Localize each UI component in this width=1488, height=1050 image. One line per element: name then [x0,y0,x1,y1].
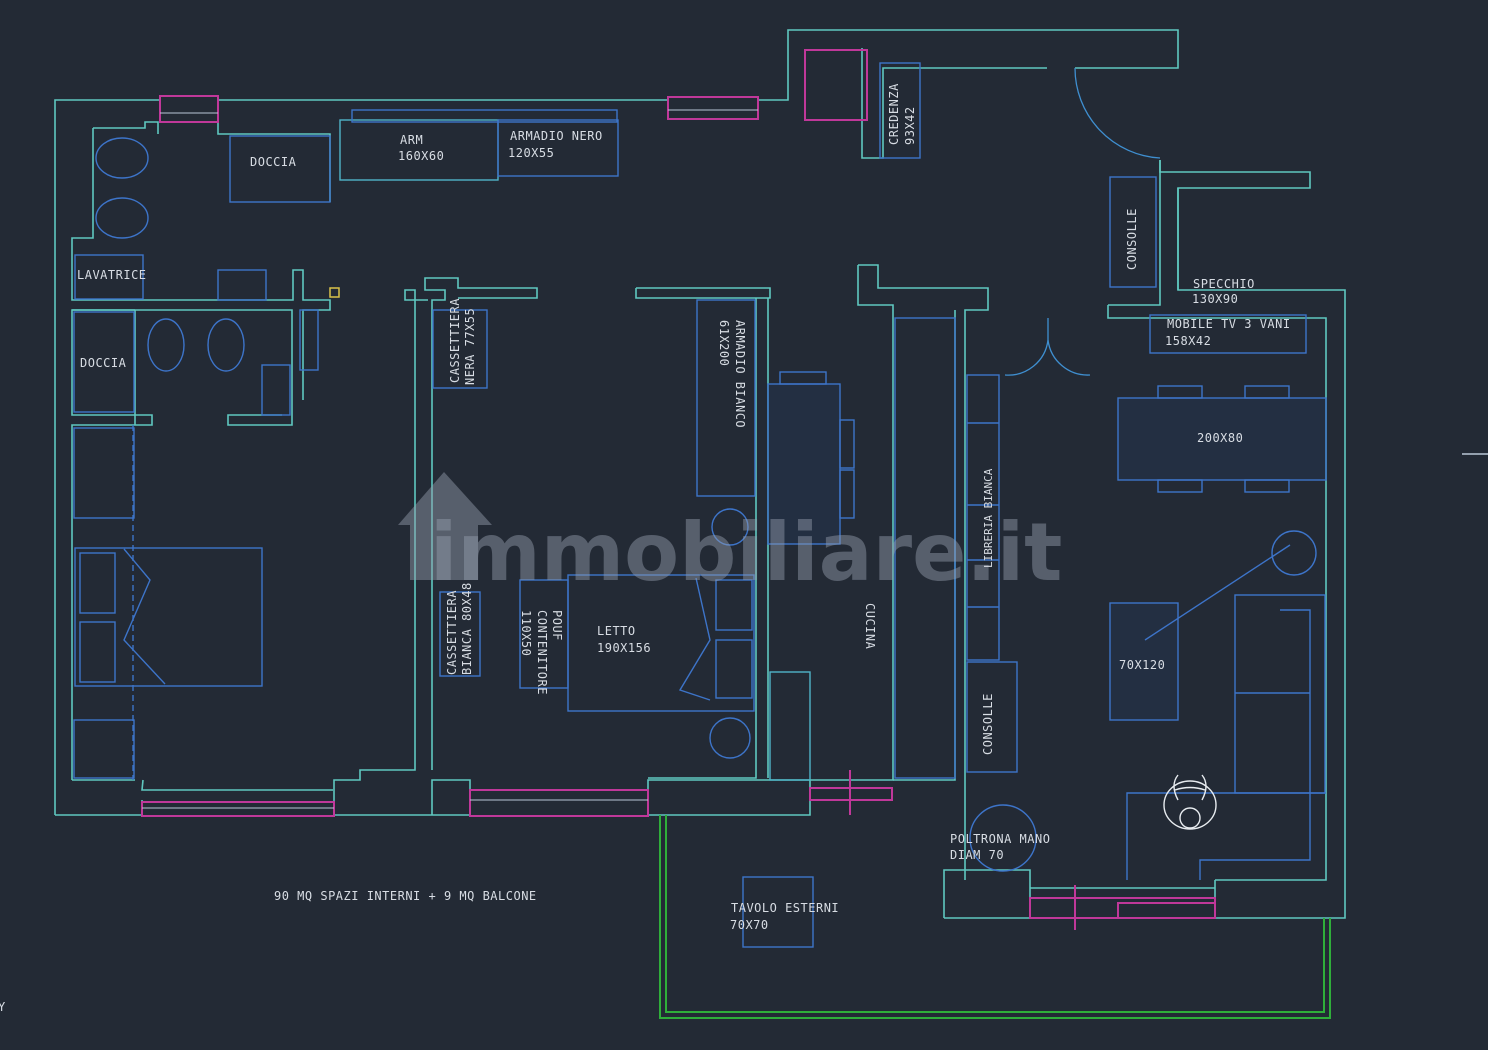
label-arm-size: 160X60 [398,149,444,163]
label-consolle-living: CONSOLLE [981,693,995,755]
summary-note: 90 MQ SPAZI INTERNI + 9 MQ BALCONE [274,889,537,903]
label-specchio: SPECCHIO [1193,277,1255,291]
label-mobile-tv: MOBILE TV 3 VANI [1167,317,1291,331]
label-armadio-nero-size: 120X55 [508,146,554,160]
label-arm: ARM [400,133,423,147]
doors [1004,67,1161,376]
label-doccia-bottom: DOCCIA [80,356,127,370]
label-pouf-sub: CONTENITORE [535,610,549,695]
person-icon [1163,774,1217,830]
label-tavolo-esterni: TAVOLO ESTERNI [731,901,839,915]
label-mobile-tv-size: 158X42 [1165,334,1211,348]
label-pouf-size: 110X50 [519,610,533,656]
label-pouf: POUF [550,610,564,641]
watermark-text: immobiliare.it [430,506,1062,599]
label-armadio-bianco-size: 61X200 [717,320,731,366]
label-cassettiera-nera: CASSETTIERA [448,298,462,383]
furniture [73,62,1327,948]
label-doccia-top: DOCCIA [250,155,297,169]
label-consolle-entry: CONSOLLE [1125,208,1139,270]
label-cassettiera-bianca: CASSETTIERA [445,590,459,675]
label-lavatrice: LAVATRICE [77,268,147,282]
label-armadio-nero: ARMADIO NERO [510,129,603,143]
label-letto: LETTO [597,624,636,638]
axis-y-marker: Y [0,1000,6,1014]
label-tavolino: 70X120 [1119,658,1165,672]
label-cucina: CUCINA [863,603,877,650]
label-specchio-size: 130X90 [1192,292,1238,306]
label-libreria: LIBRERIA BIANCA [982,468,995,568]
labels: DOCCIA ARM 160X60 ARMADIO NERO 120X55 CR… [0,83,1291,1014]
label-poltrona: POLTRONA MANO [950,832,1050,846]
label-cassettiera-bianca-size: BIANCA 80X48 [460,582,474,675]
windows [141,49,1216,930]
watermark: immobiliare.it [398,472,1062,599]
balcony [659,815,1331,1019]
label-poltrona-size: DIAM 70 [950,848,1004,862]
label-tavolo-esterni-size: 70X70 [730,918,769,932]
label-cassettiera-nera-size: NERA 77X55 [463,308,477,385]
label-tavolo: 200X80 [1197,431,1243,445]
label-armadio-bianco: ARMADIO BIANCO [733,320,747,428]
label-letto-size: 190X156 [597,641,651,655]
label-credenza-size: 93X42 [903,106,917,145]
outer-walls [54,29,1346,919]
label-credenza: CREDENZA [887,83,901,145]
